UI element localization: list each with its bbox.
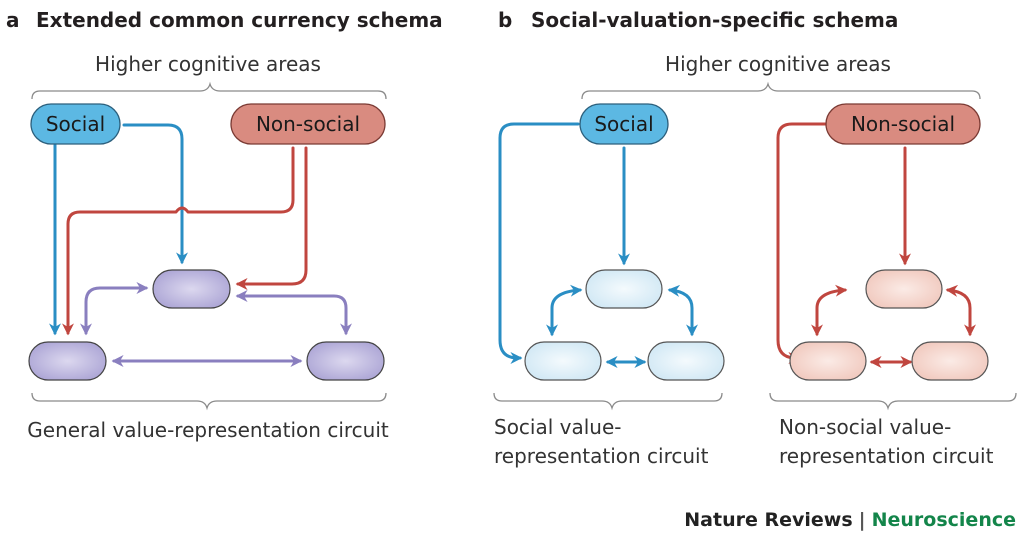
general-node-right: [306, 341, 385, 381]
panel-a-bottom-label: General value-representation circuit: [27, 418, 389, 442]
edge-nonsocial-to-top: [235, 146, 308, 290]
panel-b-top-brace: [581, 81, 981, 100]
edge-social-to-top: [122, 123, 188, 265]
edge-b-nonsocial-top-right: [945, 284, 976, 337]
social-node-top: [585, 269, 663, 309]
footer-brand: Nature Reviews | Neuroscience: [684, 509, 1016, 531]
social-node-left: [524, 341, 602, 381]
panel-b-nonsocial-brace: [769, 392, 1017, 411]
nonsocial-node-right: [911, 341, 989, 381]
node-b-non-social: Non-social: [825, 103, 981, 145]
edge-nonsocial-to-left: [62, 146, 295, 336]
node-social: Social: [30, 103, 121, 145]
panel-b-nonsocial-label-line2: representation circuit: [779, 444, 994, 468]
edge-top-right: [235, 290, 352, 336]
social-node-right: [647, 341, 725, 381]
panel-b-title: Social-valuation-specific schema: [531, 8, 898, 32]
node-b-social: Social: [579, 103, 669, 145]
edge-b-nonsocial-left-top: [811, 284, 848, 337]
node-non-social: Non-social: [230, 103, 386, 145]
panel-a-bottom-brace: [31, 392, 387, 411]
panel-b-letter: b: [498, 8, 512, 32]
node-social-label: Social: [46, 112, 105, 136]
panel-b-social-label-line2: representation circuit: [494, 444, 709, 468]
general-node-left: [28, 341, 107, 381]
footer-section: Neuroscience: [872, 509, 1016, 531]
edge-b-social-top-right: [667, 284, 698, 337]
panel-a-letter: a: [6, 8, 20, 32]
footer-separator: |: [859, 509, 866, 531]
panel-a-top-label: Higher cognitive areas: [95, 52, 321, 76]
nonsocial-node-top: [865, 269, 943, 309]
edge-b-social-to-left: [498, 122, 580, 364]
edge-b-nonsocial-to-left: [776, 122, 828, 364]
node-b-social-label: Social: [594, 112, 653, 136]
edge-b-social-left-top: [546, 284, 583, 337]
panel-b-top-label: Higher cognitive areas: [665, 52, 891, 76]
edge-left-top: [80, 282, 149, 336]
node-b-non-social-label: Non-social: [851, 112, 955, 136]
panel-a-title: Extended common currency schema: [36, 8, 443, 32]
nonsocial-node-left: [789, 341, 867, 381]
panel-b-nonsocial-label-line1: Non-social value-: [779, 415, 951, 439]
node-non-social-label: Non-social: [256, 112, 360, 136]
panel-b-social-brace: [493, 392, 723, 411]
general-node-top: [152, 269, 231, 309]
panel-b-social-label-line1: Social value-: [494, 415, 622, 439]
panel-a-top-brace: [31, 81, 387, 100]
footer-journal: Nature Reviews: [684, 509, 852, 531]
